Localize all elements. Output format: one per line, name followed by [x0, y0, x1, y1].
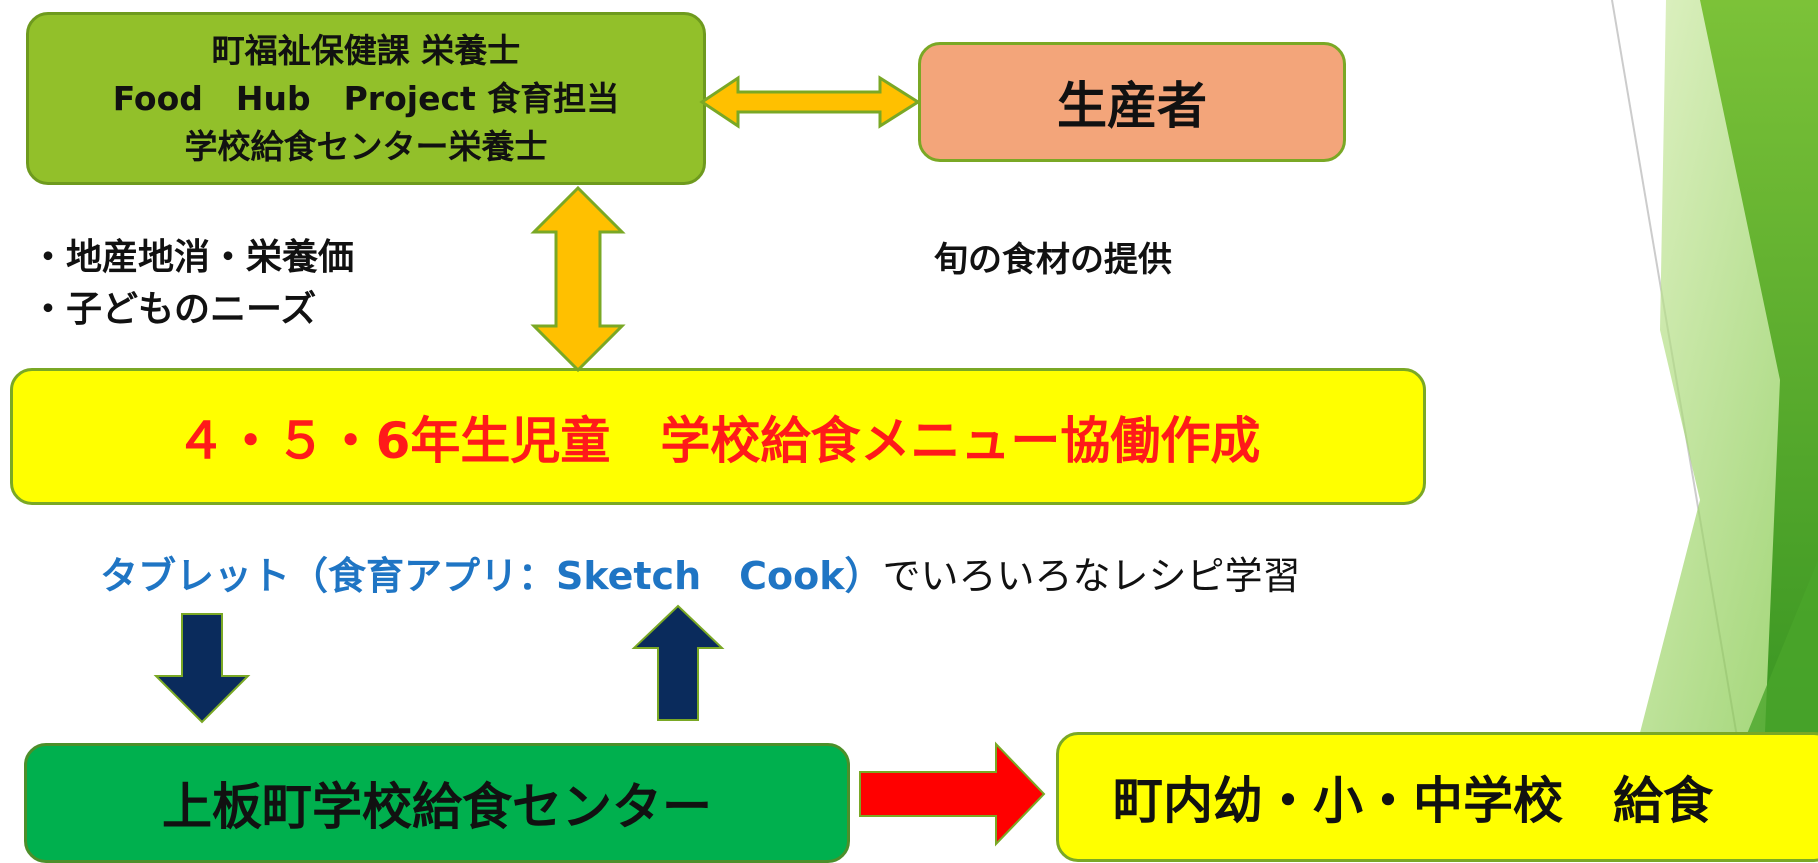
seasonal-ingredients-label: 旬の食材の提供 — [934, 240, 1172, 280]
stakeholders-line-2: Food Hub Project 食育担当 — [112, 78, 620, 118]
lunch-center-label: 上板町学校給食センター — [162, 778, 712, 836]
producer-label: 生産者 — [1057, 77, 1207, 135]
double-arrow-horizontal-icon — [699, 75, 921, 129]
stakeholders-box: 町福祉保健課 栄養士 Food Hub Project 食育担当 学校給食センタ… — [26, 12, 706, 185]
tablet-app-label: タブレット（食育アプリ：Sketch Cook） — [100, 554, 883, 598]
stakeholders-line-3: 学校給食センター栄養士 — [184, 126, 548, 166]
double-arrow-vertical-icon — [530, 185, 626, 373]
right-arrow-icon — [859, 741, 1046, 847]
up-arrow-icon — [631, 604, 725, 721]
schools-box: 町内幼・小・中学校 給食 — [1056, 732, 1818, 862]
menu-creation-label: ４・５・6年生児童 学校給食メニュー協働作成 — [175, 411, 1261, 470]
menu-creation-box: ４・５・6年生児童 学校給食メニュー協働作成 — [10, 368, 1426, 505]
recipe-learning-label: でいろいろなレシピ学習 — [882, 554, 1301, 598]
lunch-center-box: 上板町学校給食センター — [24, 743, 850, 863]
stakeholders-line-1: 町福祉保健課 栄養士 — [211, 30, 521, 70]
producer-box: 生産者 — [918, 42, 1346, 162]
note-local-production: ・地産地消・栄養価 — [30, 237, 355, 278]
schools-label: 町内幼・小・中学校 給食 — [1113, 772, 1713, 830]
tablet-learning-text: タブレット（食育アプリ：Sketch Cook）でいろいろなレシピ学習 — [100, 545, 1301, 600]
down-arrow-icon — [153, 613, 251, 724]
note-children-needs: ・子どものニーズ — [30, 289, 317, 330]
